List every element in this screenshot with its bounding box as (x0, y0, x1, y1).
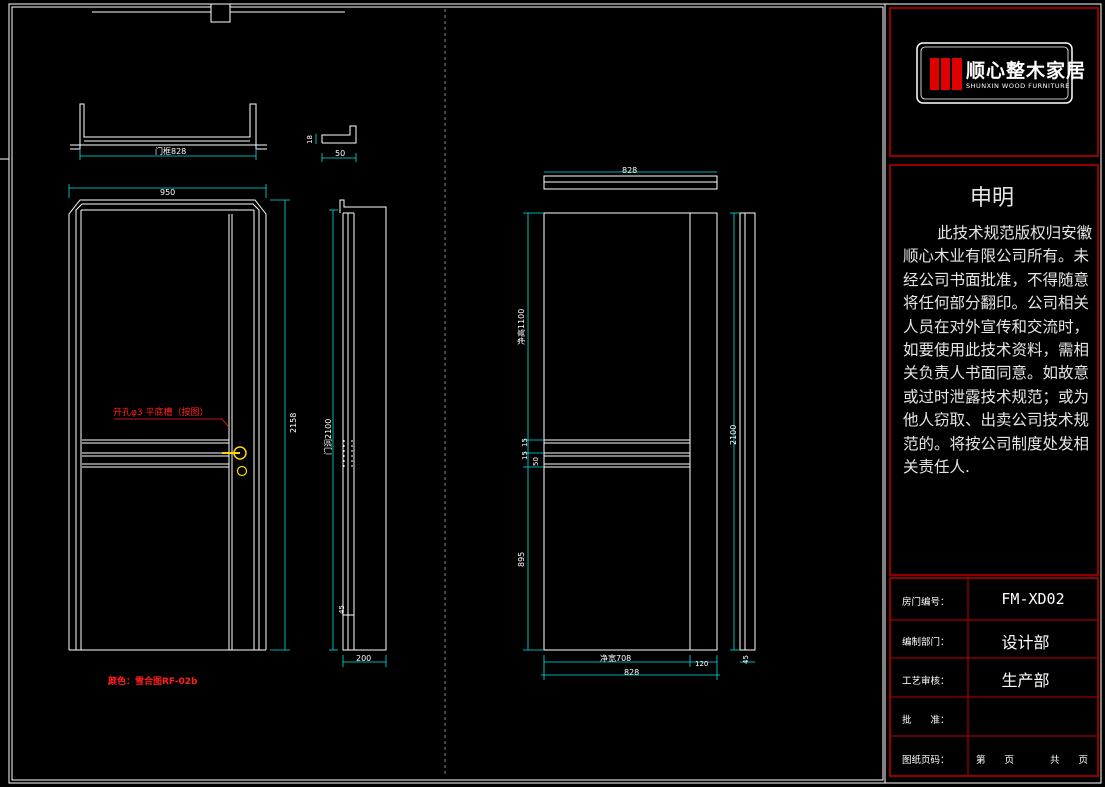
company-logo-name: 顺心整木家居 (966, 60, 1087, 82)
dim-label-side-bottom: 45 (338, 605, 346, 614)
dim-label-panel-clear-width: 净宽708 (600, 653, 631, 663)
top-frame-section (70, 103, 267, 150)
outer-border (8, 3, 1102, 784)
dim-label-side-width: 200 (356, 654, 371, 663)
page-current: 第 页 (976, 755, 1015, 766)
door-front-elevation (68, 199, 267, 651)
top-tab (210, 3, 231, 23)
approve-label: 批 准： (902, 715, 950, 726)
drawing-border (11, 6, 884, 781)
dept-value: 设计部 (1001, 633, 1050, 652)
door-panel (543, 212, 718, 651)
company-logo-sub: SHUNXIN WOOD FURNITURE (966, 82, 1070, 90)
dim-label-right-side: 45 (742, 655, 750, 664)
dim-panel-bottom (541, 655, 720, 680)
dept-label: 编制部门： (902, 637, 950, 648)
declaration-frame (889, 164, 1099, 576)
dim-label-panel-top-height: 净高1100 (516, 309, 526, 345)
page-label: 图纸页码： (902, 755, 950, 766)
dim-label-profile-h: 18 (306, 135, 314, 144)
review-label: 工艺审核： (902, 676, 950, 687)
dim-label-side-height: 门洞2100 (323, 419, 333, 455)
door-side-section (339, 199, 387, 651)
dim-label-panel-top: 828 (622, 166, 637, 175)
dim-label-panel-mid-1: 15 (521, 438, 529, 447)
title-block-frame (889, 577, 1099, 777)
door-handle-icon (222, 446, 248, 477)
door-no-value: FM-XD02 (1001, 590, 1065, 608)
dim-label-panel-bottom: 895 (517, 552, 526, 567)
dim-label-panel-mid-2: 15 (521, 451, 529, 460)
page-total: 共 页 (1050, 755, 1089, 766)
hinge-note: 开孔φ3 平底槽（按图） (113, 406, 209, 418)
dim-side (329, 209, 387, 667)
dim-label-profile-w: 50 (335, 149, 345, 158)
side-hidden-lines (343, 440, 353, 470)
title-block-grid (890, 578, 1098, 776)
dim-panel-left (523, 212, 544, 651)
declaration-title: 申明 (969, 186, 1014, 211)
declaration-body: 此技术规范版权归安徽顺心木业有限公司所有。未经公司书面批准，不得随意将任何部分翻… (903, 224, 1093, 477)
panel-side-strip (739, 212, 756, 651)
logo-frame (889, 7, 1099, 157)
dim-label-top-frame: 门框828 (155, 146, 186, 156)
dim-frame-height (270, 199, 290, 651)
dim-frame-outer (68, 184, 267, 198)
dim-label-panel-total-height: 2100 (729, 425, 738, 445)
review-value: 生产部 (1001, 671, 1050, 690)
dim-small-profile (315, 134, 357, 162)
dim-label-panel-mid-3: 50 (532, 457, 540, 466)
dim-top-frame (79, 150, 257, 160)
color-note: 颜色：雪合图RF-02b (108, 675, 198, 687)
small-profile (321, 125, 357, 144)
logo-inner-outline (920, 46, 1069, 100)
logo-outline (916, 42, 1073, 104)
dim-label-panel-side-width: 120 (695, 660, 708, 668)
dim-label-panel-total-width: 828 (624, 668, 639, 677)
door-no-label: 房门编号： (902, 597, 950, 608)
dim-label-frame-height: 2158 (289, 413, 298, 433)
dim-panel-right (730, 212, 755, 663)
panel-top-piece (543, 175, 718, 190)
dim-label-frame-outer: 950 (160, 188, 175, 197)
logo-mark-icon (930, 58, 962, 90)
hinge-leader (114, 418, 229, 427)
